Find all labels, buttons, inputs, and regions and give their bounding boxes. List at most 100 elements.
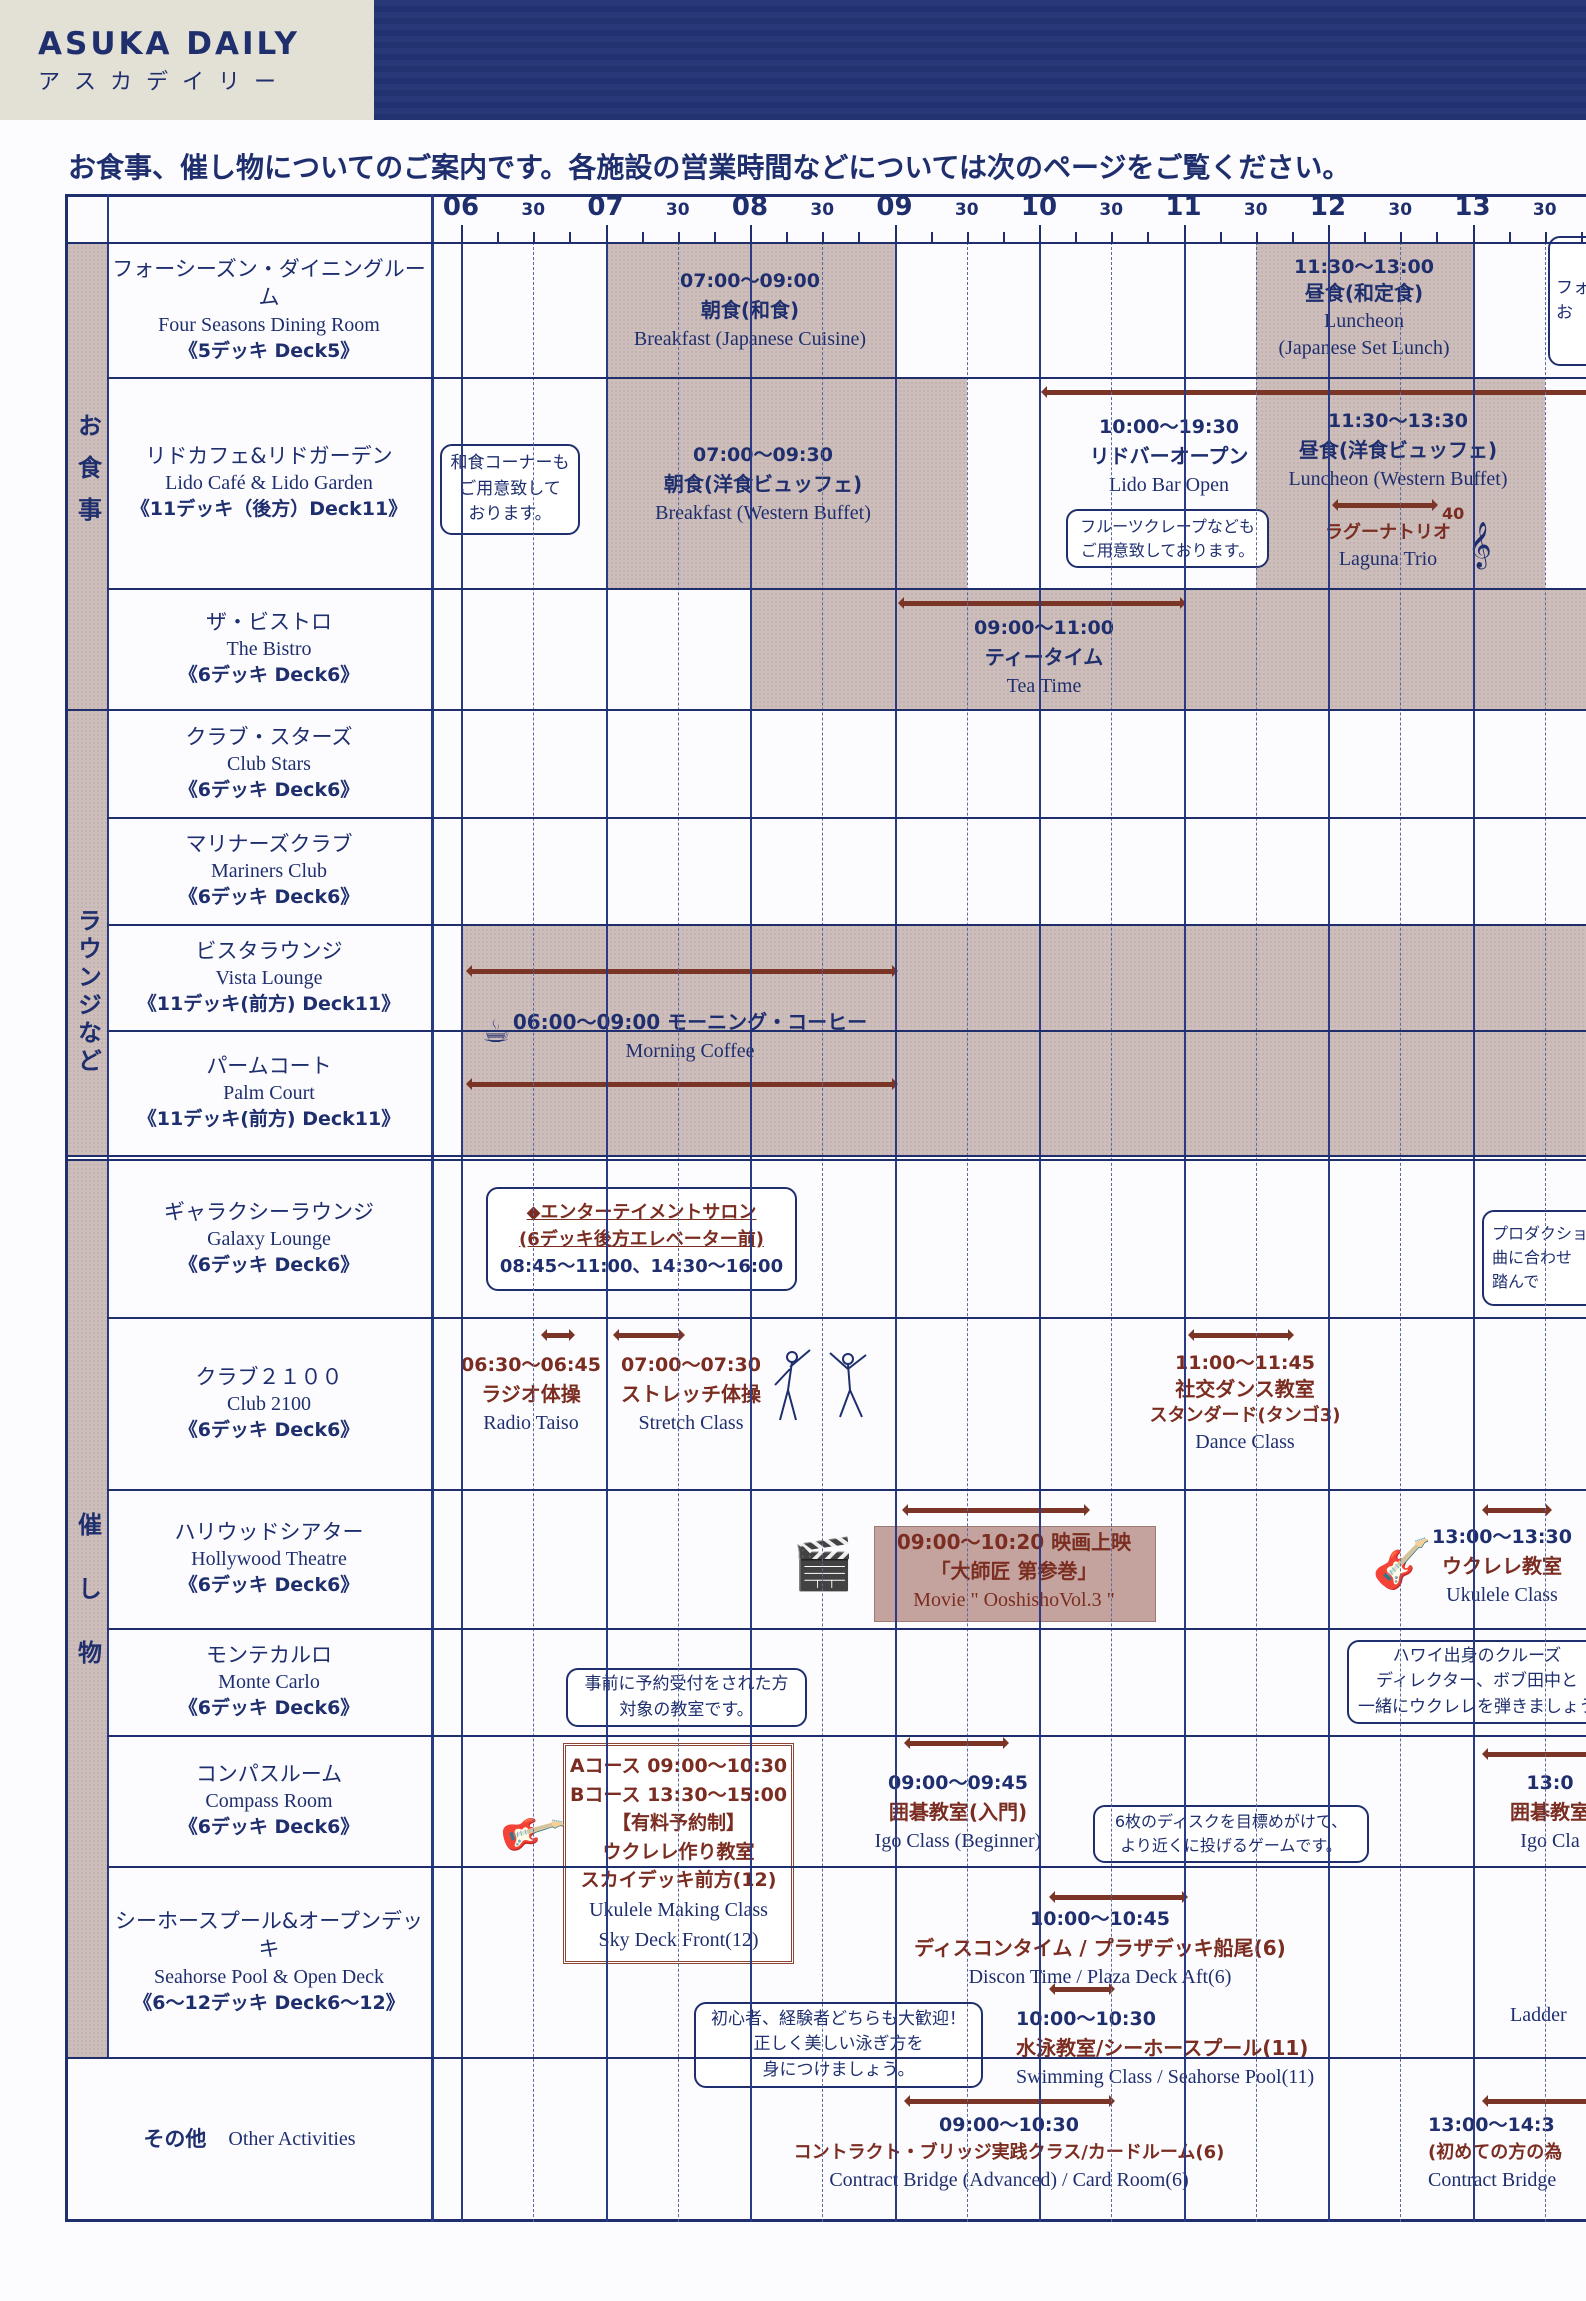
axis-label-hour: 06 <box>442 192 480 222</box>
event-ja: 昼食(洋食ビュッフェ) <box>1298 437 1498 462</box>
axis-tick <box>786 232 789 242</box>
event-ja: 朝食(和食) <box>700 297 800 322</box>
axis-label-hour: 07 <box>587 192 624 222</box>
event-en: Luncheon (Western Buffet) <box>1288 467 1508 490</box>
event-ja: ストレッチ体操 <box>621 1381 761 1406</box>
bistro-arrow <box>898 597 1186 609</box>
row-divider <box>68 242 1586 244</box>
axis-tick <box>1111 232 1114 242</box>
event-ja: ディスコンタイム / プラザデッキ船尾(6) <box>914 1935 1286 1960</box>
event-en: Dance Class <box>1195 1430 1295 1453</box>
venue-name-ja: コンパスルーム <box>195 1762 343 1786</box>
note-line: 対象の教室です。 <box>619 1699 754 1720</box>
event-ja: ウクレレ教室 <box>1442 1553 1562 1578</box>
axis-tick <box>1400 232 1403 242</box>
grid-line <box>822 242 824 2222</box>
venue-deck: 《6〜12デッキ Deck6〜12》 <box>133 1991 405 2014</box>
note-line: ◆エンターテイメントサロン <box>526 1201 757 1223</box>
ukulele-icon: 🎸 <box>1372 1536 1432 1592</box>
grid-line <box>966 242 968 2222</box>
note-line: ご用意致しております。 <box>1080 540 1255 560</box>
row-divider <box>107 1866 1586 1868</box>
ukulele-arrow <box>1482 1504 1552 1516</box>
row-divider <box>107 817 1586 819</box>
venue-name-en: Mariners Club <box>210 860 328 883</box>
venue-name-en: Compass Room <box>205 1790 333 1813</box>
event-time: 09:00〜09:45 <box>888 1772 1028 1794</box>
row-divider <box>107 1489 1586 1491</box>
venue-name-en: Four Seasons Dining Room <box>158 313 380 336</box>
event-en: Radio Taiso <box>483 1411 579 1434</box>
grid-line <box>677 242 679 2222</box>
palm-coffee-arrow <box>466 1078 898 1090</box>
lido-crepe-note: フルーツクレープなどもご用意致しております。 <box>1066 509 1269 568</box>
row-divider <box>68 1155 1586 1157</box>
row-divider <box>107 377 1586 379</box>
grid-line <box>1472 242 1475 2222</box>
event-lido-breakfast: 07:00〜09:30 朝食(洋食ビュッフェ) Breakfast (Western… <box>655 442 871 528</box>
brand-title-ja: アスカデイリー <box>38 70 291 95</box>
swim-note-bubble: 初心者、経験者どちらも大歓迎！正しく美しい泳ぎ方を身につけましょう。 <box>694 2002 983 2088</box>
grid-line <box>1544 242 1546 2222</box>
grid-line <box>1400 242 1402 2222</box>
axis-label-half: 30 <box>810 200 835 220</box>
axis-tick <box>1219 232 1222 242</box>
igo-arrow <box>904 1737 1009 1749</box>
axis-tick <box>1183 225 1186 242</box>
note-line: 身につけましょう。 <box>762 2059 915 2080</box>
axis-label-hour: 12 <box>1309 192 1347 222</box>
header-title-panel <box>0 0 374 120</box>
category-shade-lounge <box>68 709 107 1155</box>
axis-tick <box>750 225 752 242</box>
row-divider <box>107 1317 1586 1319</box>
category-shade-dining <box>68 242 107 709</box>
venue-name-ja: モンテカルロ <box>206 1643 332 1667</box>
axis-label-hour: 08 <box>731 192 769 222</box>
category-shade-events <box>68 1159 107 2057</box>
event-time: 07:00〜07:30 <box>621 1354 761 1376</box>
axis-label-half: 30 <box>1099 200 1124 220</box>
venue-deck: 《6デッキ Deck6》 <box>178 1253 360 1276</box>
note-line: おります。 <box>468 504 552 525</box>
grid-line <box>1255 242 1257 2222</box>
venue-name-ja: ギャラクシーラウンジ <box>164 1199 374 1224</box>
exercise-figures-icon <box>774 1349 867 1421</box>
event-time: 07:00〜09:30 <box>693 444 833 466</box>
galaxy-cutoff-bubble: プロダクショ曲に合わせ踏んで <box>1482 1210 1586 1306</box>
event-en: Breakfast (Western Buffet) <box>655 501 871 524</box>
axis-tick <box>1291 232 1294 242</box>
cutoff-text: プロダクショ <box>1492 1224 1586 1243</box>
discon-arrow <box>1049 1891 1188 1903</box>
venue-deck: 《5デッキ Deck5》 <box>178 339 360 362</box>
event-time: 11:30〜13:30 <box>1328 410 1468 432</box>
note-line: 初心者、経験者どちらも大歓迎！ <box>711 2008 966 2029</box>
venue-deck: 《11デッキ(前方) Deck11》 <box>137 992 401 1015</box>
venue-name-en: The Bistro <box>226 638 312 661</box>
event-en: Ukulele Class <box>1446 1583 1558 1606</box>
note-line: より近くに投げるゲームです。 <box>1120 1836 1342 1855</box>
event-ja: (初めての方の為 <box>1428 2141 1563 2163</box>
event-ja: 朝食(洋食ビュッフェ) <box>663 471 863 496</box>
event-en: Contract Bridge <box>1428 2168 1557 2191</box>
event-en: Igo Cla <box>1520 1829 1580 1852</box>
event-en: Stretch Class <box>638 1411 744 1434</box>
axis-tick <box>605 225 608 242</box>
event-ja: 水泳教室/シーホースプール(11) <box>1016 2035 1309 2060</box>
note-line: (6デッキ後方エレベーター前) <box>519 1228 764 1250</box>
event-time: 09:00〜10:20 映画上映 <box>896 1530 1132 1554</box>
grid-line <box>750 242 752 2222</box>
galaxy-salon-bubble: ◆エンターテイメントサロン(6デッキ後方エレベーター前)08:45〜11:00、… <box>486 1187 797 1291</box>
axis-tick <box>497 232 500 242</box>
swim-arrow <box>1049 1983 1115 1995</box>
event-time: 13:0 <box>1526 1772 1574 1794</box>
